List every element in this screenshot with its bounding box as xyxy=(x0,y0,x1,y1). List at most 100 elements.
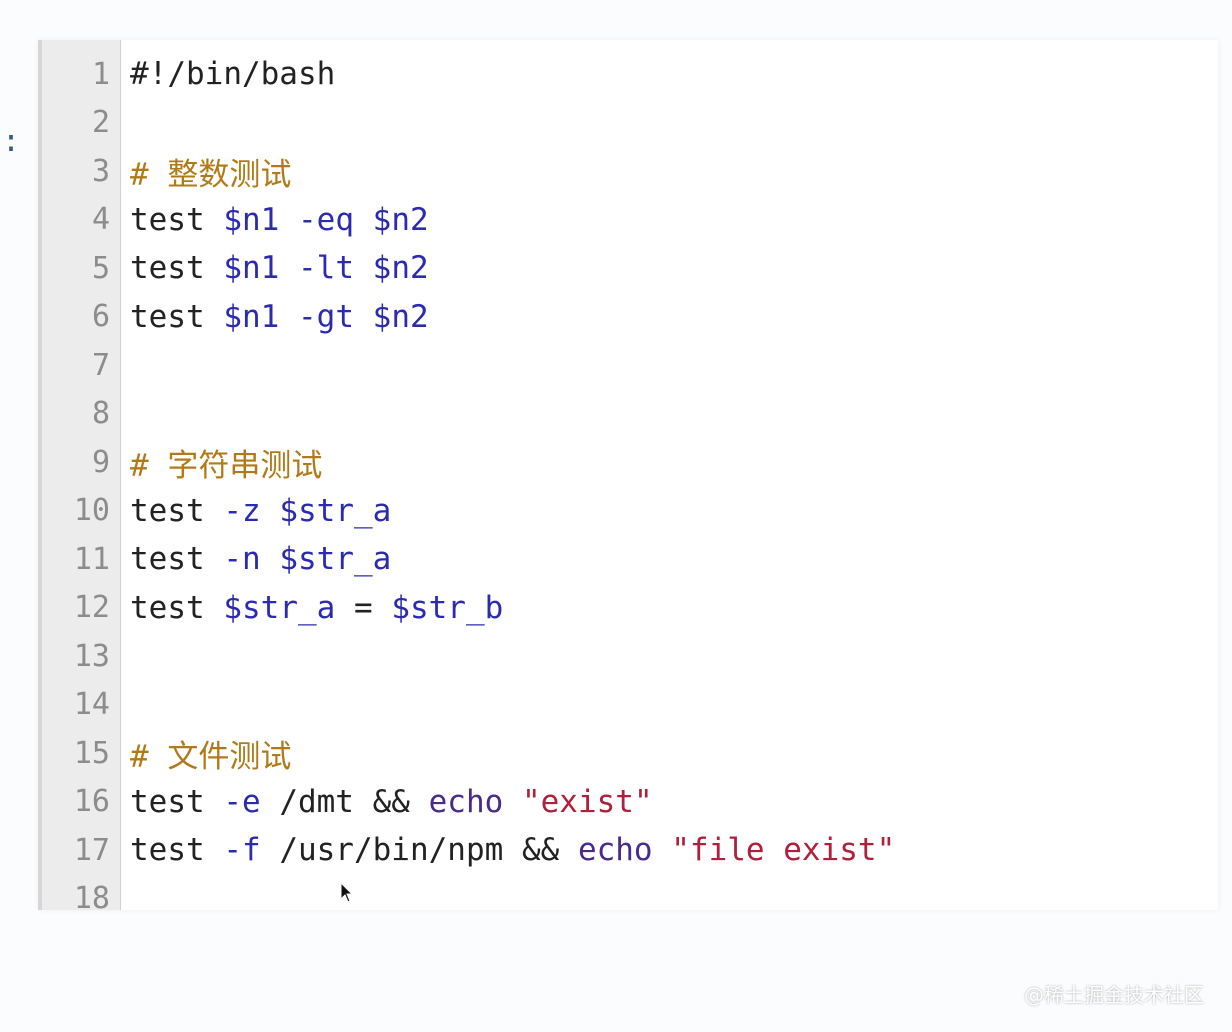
code-line[interactable]: 17 test -f /usr/bin/npm && echo "file exi… xyxy=(42,826,1218,875)
code-line[interactable]: 12 test $str_a = $str_b xyxy=(42,584,1218,633)
code-text: # 整数测试 xyxy=(130,149,291,194)
code-token xyxy=(261,493,280,529)
code-token: test xyxy=(130,492,224,529)
code-text: test $n1 -eq $n2 xyxy=(130,202,429,238)
code-token xyxy=(503,784,522,820)
code-line[interactable]: 11 test -n $str_a xyxy=(42,535,1218,584)
line-number: 6 xyxy=(91,299,110,335)
code-token: test xyxy=(130,541,224,578)
code-text: # 文件测试 xyxy=(130,731,291,776)
variable-token: $n2 xyxy=(372,201,429,238)
code-line[interactable]: 14 xyxy=(42,681,1218,730)
code-line[interactable]: 15 # 文件测试 xyxy=(42,729,1218,778)
variable-token: $str_a xyxy=(223,589,336,626)
code-text: test -e /dmt && echo "exist" xyxy=(130,784,653,820)
code-token: /dmt && xyxy=(260,783,429,820)
line-number: 5 xyxy=(91,250,110,286)
variable-token: $str_b xyxy=(391,589,504,626)
code-token xyxy=(354,299,373,335)
line-number: 7 xyxy=(91,347,110,383)
code-line[interactable]: 9 # 字符串测试 xyxy=(42,438,1218,487)
line-number: 4 xyxy=(91,202,110,238)
line-number: 15 xyxy=(73,735,110,771)
code-token xyxy=(354,250,373,286)
code-token: /usr/bin/npm && xyxy=(260,832,578,869)
string-token: "exist" xyxy=(521,783,653,820)
code-text: test $n1 -lt $n2 xyxy=(130,250,429,286)
code-line[interactable]: 18 xyxy=(42,875,1218,924)
code-token xyxy=(653,832,672,868)
code-line[interactable]: 1 #!/bin/bash xyxy=(42,50,1218,99)
code-token xyxy=(279,299,298,335)
left-edge-mark: : xyxy=(2,124,21,159)
code-editor[interactable]: 1 #!/bin/bash 2 3 # 整数测试 4 test $n1 -eq $n2 5 te… xyxy=(38,40,1218,916)
line-number: 13 xyxy=(73,638,110,674)
variable-token: $n2 xyxy=(372,298,429,335)
flag-token: -e xyxy=(223,783,261,820)
line-number: 10 xyxy=(73,493,110,529)
line-number: 11 xyxy=(73,541,110,577)
code-token: test xyxy=(130,783,224,820)
code-token: test xyxy=(130,250,224,287)
code-token xyxy=(261,541,280,577)
command-token: echo xyxy=(428,783,504,820)
line-number: 9 xyxy=(91,444,110,480)
code-token: test xyxy=(130,201,224,238)
code-line[interactable]: 16 test -e /dmt && echo "exist" xyxy=(42,778,1218,827)
comment-token: # 字符串测试 xyxy=(130,447,323,484)
line-number: 14 xyxy=(73,687,110,723)
line-number: 8 xyxy=(91,396,110,432)
variable-token: $n1 xyxy=(223,201,280,238)
string-token: "file exist" xyxy=(671,832,896,869)
code-line[interactable]: 13 xyxy=(42,632,1218,681)
code-text: test $str_a = $str_b xyxy=(130,590,503,626)
watermark-text: @稀土掘金技术社区 xyxy=(1024,983,1204,1007)
code-token: test xyxy=(130,589,224,626)
code-token xyxy=(279,202,298,238)
variable-token: $n1 xyxy=(223,298,280,335)
comment-token: # 文件测试 xyxy=(130,738,292,775)
flag-token: -gt xyxy=(298,298,354,335)
code-text: #!/bin/bash xyxy=(130,56,335,92)
comment-token: # 整数测试 xyxy=(130,156,292,193)
line-number: 17 xyxy=(73,832,110,868)
code-text: test $n1 -gt $n2 xyxy=(130,299,429,335)
variable-token: $n2 xyxy=(372,250,429,287)
variable-token: $str_a xyxy=(279,541,392,578)
flag-token: -z xyxy=(223,492,261,529)
line-number: 12 xyxy=(73,590,110,626)
code-line[interactable]: 8 xyxy=(42,390,1218,439)
line-number: 16 xyxy=(73,784,110,820)
mouse-pointer-icon xyxy=(340,882,354,903)
code-line[interactable]: 5 test $n1 -lt $n2 xyxy=(42,244,1218,293)
line-number: 2 xyxy=(91,105,110,141)
line-number: 3 xyxy=(91,153,110,189)
code-line[interactable]: 2 xyxy=(42,99,1218,148)
code-line[interactable]: 3 # 整数测试 xyxy=(42,147,1218,196)
variable-token: $n1 xyxy=(223,250,280,287)
flag-token: -lt xyxy=(298,250,354,287)
code-token xyxy=(279,250,298,286)
code-text: test -f /usr/bin/npm && echo "file exist… xyxy=(130,832,895,868)
code-line[interactable]: 6 test $n1 -gt $n2 xyxy=(42,293,1218,342)
code-line[interactable]: 4 test $n1 -eq $n2 xyxy=(42,196,1218,245)
code-lines: 1 #!/bin/bash 2 3 # 整数测试 4 test $n1 -eq $n2 5 te… xyxy=(42,50,1218,923)
code-text: # 字符串测试 xyxy=(130,440,322,485)
code-token: test xyxy=(130,298,224,335)
code-token: test xyxy=(130,832,224,869)
flag-token: -n xyxy=(223,541,261,578)
code-token: #!/bin/bash xyxy=(130,56,336,93)
code-text: test -n $str_a xyxy=(130,541,391,577)
code-line[interactable]: 7 xyxy=(42,341,1218,390)
code-token xyxy=(354,202,373,238)
variable-token: $str_a xyxy=(279,492,392,529)
line-number: 18 xyxy=(73,881,110,917)
code-token: = xyxy=(335,589,392,626)
command-token: echo xyxy=(577,832,653,869)
code-line[interactable]: 10 test -z $str_a xyxy=(42,487,1218,536)
code-text: test -z $str_a xyxy=(130,493,391,529)
line-number: 1 xyxy=(91,56,110,92)
line-number-gutter xyxy=(42,40,121,910)
flag-token: -eq xyxy=(298,201,354,238)
